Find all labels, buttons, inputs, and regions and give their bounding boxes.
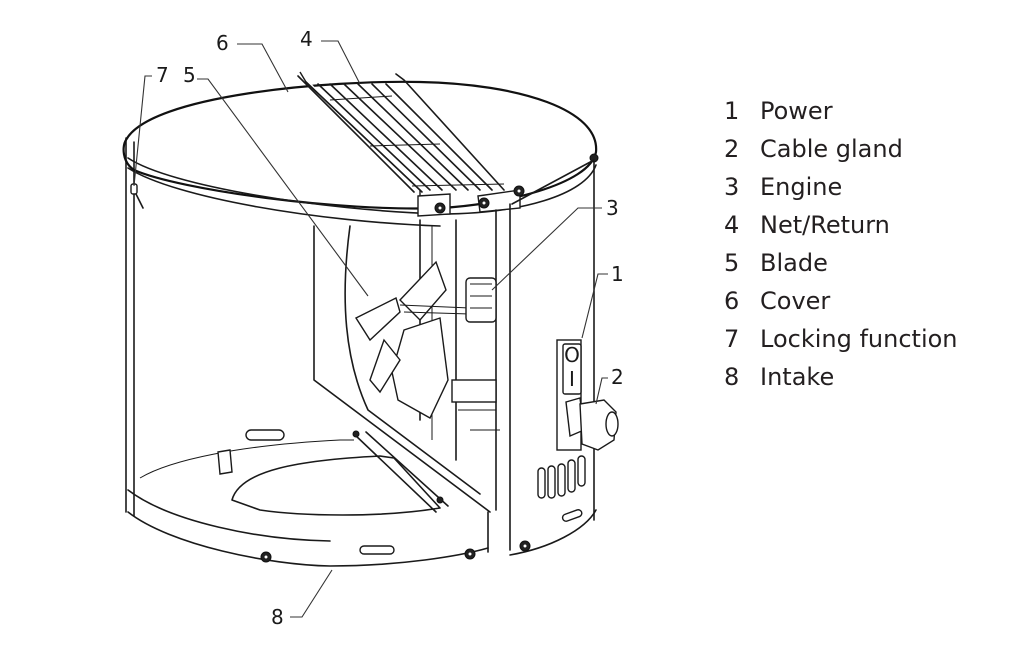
switch-on-mark: I [569,367,575,391]
legend-item-net-return: 4 Net/Return [720,206,958,244]
legend-item-locking-function: 7 Locking function [720,320,958,358]
legend-label: Locking function [760,325,958,353]
legend-item-blade: 5 Blade [720,244,958,282]
switch-off-mark: O [564,343,580,367]
callout-1: 1 [611,262,624,286]
legend-label: Power [760,97,833,125]
rim-bolts [260,153,599,563]
callouts: 6 4 7 5 3 1 2 8 [156,27,624,629]
legend-number: 2 [724,135,740,163]
net-return [305,73,521,217]
legend-number: 8 [724,363,740,391]
legend-number: 4 [724,211,740,239]
legend-item-intake: 8 Intake [720,358,958,396]
callout-2: 2 [611,365,624,389]
legend-number: 6 [724,287,740,315]
legend-label: Engine [760,173,843,201]
legend-number: 7 [724,325,740,353]
callout-3: 3 [606,196,619,220]
legend-item-cover: 6 Cover [720,282,958,320]
legend-item-engine: 3 Engine [720,168,958,206]
legend-label: Cover [760,287,831,315]
engine [451,277,497,403]
legend-item-cable-gland: 2 Cable gland [720,130,958,168]
legend-item-power: 1 Power [720,92,958,130]
cable-gland [565,397,619,451]
legend-label: Intake [760,363,835,391]
callout-7: 7 [156,63,169,87]
callout-6: 6 [216,31,229,55]
vents [537,455,586,522]
callout-8: 8 [271,605,284,629]
locking-function [130,183,144,209]
blade [354,260,471,419]
legend-number: 5 [724,249,740,277]
callout-4: 4 [300,27,313,51]
legend-label: Blade [760,249,828,277]
legend-label: Cable gland [760,135,903,163]
legend-number: 1 [724,97,740,125]
cover [297,71,421,196]
leader-lines [133,40,608,618]
legend-number: 3 [724,173,740,201]
callout-5: 5 [183,63,196,87]
legend-label: Net/Return [760,211,890,239]
intake [217,429,449,555]
